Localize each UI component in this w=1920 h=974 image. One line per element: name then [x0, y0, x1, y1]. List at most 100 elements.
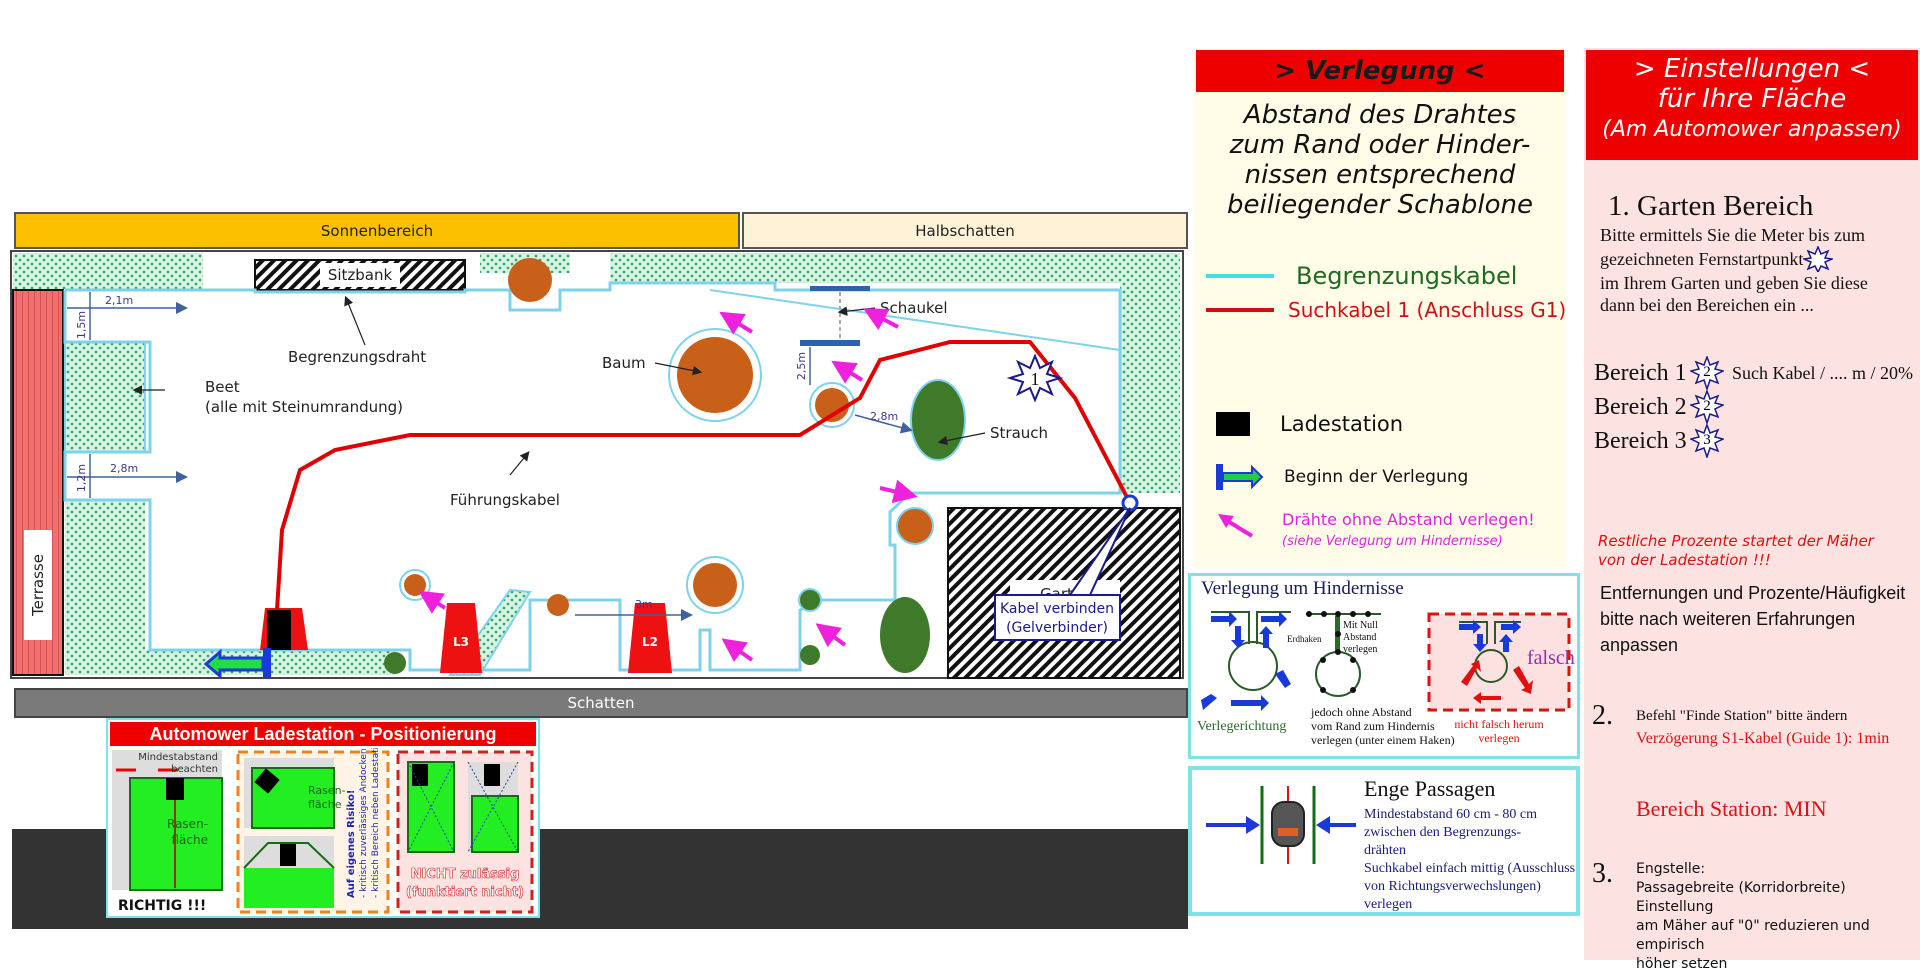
- lamp-l3-label: L3: [453, 635, 469, 649]
- grass-top-right: [610, 253, 1180, 283]
- no-gap-arrow-5: [418, 590, 447, 614]
- area-note: Such Kabel / .... m / 20%: [1732, 362, 1913, 383]
- garden-plan: Terrasse Sitzbank Garten L3 L2 1: [10, 250, 1184, 680]
- intro-line: Abstand des Drahtes: [1243, 100, 1517, 130]
- section2-line2: Verzögerung S1-Kabel (Guide 1): 1min: [1636, 730, 1890, 747]
- area-star-icon: 2: [1690, 356, 1724, 390]
- bush-label: Strauch: [990, 424, 1048, 442]
- intro-line: zum Rand oder Hinder-: [1229, 130, 1531, 160]
- area-star-icon: 2: [1690, 390, 1724, 424]
- section3-line: Passagebreite (Korridorbreite) Einstellu…: [1636, 880, 1846, 915]
- risky-station-icon-2: [280, 844, 296, 866]
- area-label: Bereich 2: [1594, 393, 1687, 420]
- correct-lawn-line1: Rasen-: [167, 817, 208, 831]
- boundary-line-icon: [1206, 274, 1274, 278]
- tree-baum: [677, 337, 753, 413]
- start-marker-bar: [263, 648, 271, 678]
- adjust-line: bitte nach weiteren Erfahrungen anpassen: [1600, 609, 1856, 655]
- area-label: Bereich 1: [1594, 359, 1687, 386]
- verlegung-title: > Verlegung <: [1196, 50, 1564, 92]
- measure-bush-gap-label: 2,8m: [870, 410, 898, 423]
- no-gap-arrows: [418, 308, 918, 663]
- legend-no-gap-line2: (siehe Verlegung um Hindernisse): [1282, 534, 1503, 549]
- narrow-title: Enge Passagen: [1364, 776, 1496, 801]
- tree-top: [508, 258, 552, 302]
- section3-line: höher setzen: [1636, 956, 1728, 972]
- rest-note-line: Restliche Prozente startet der Mäher: [1598, 532, 1874, 550]
- arrow-left-icon: [1316, 816, 1356, 834]
- section1-text: Bitte ermittels Sie die Meter bis zum ge…: [1600, 224, 1920, 316]
- adjust-note: Entfernungen und Prozente/Häufigkeit bit…: [1600, 580, 1920, 658]
- positioning-panel: Automower Ladestation - Positionierung M…: [106, 718, 540, 918]
- bed-note: (alle mit Steinumrandung): [205, 398, 403, 416]
- connector-circle: [1121, 494, 1139, 512]
- narrow-line: drähten: [1364, 843, 1406, 858]
- section1-title: 1. Garten Bereich: [1608, 190, 1814, 222]
- obstacles-note-line3: verlegen (unter einem Haken): [1311, 733, 1455, 747]
- risk-line3: - kritisch Bereich neben Ladestation: [371, 748, 381, 898]
- rest-note-line: von der Ladestation !!!: [1598, 551, 1771, 569]
- obstacles-note-line1: jedoch ohne Abstand: [1310, 705, 1412, 719]
- bush-small-3: [384, 652, 406, 674]
- lamp-l2: [628, 603, 672, 673]
- zone-sun: Sonnenbereich: [14, 212, 740, 249]
- boundary-inner-line: [709, 289, 1121, 351]
- narrow-passages-box: Enge Passagen Mindestabstand 60 cm - 80 …: [1188, 766, 1580, 916]
- bed-left-upper: [64, 341, 146, 453]
- bush-small-2: [800, 645, 820, 665]
- area-row-3: Bereich 3 3: [1594, 424, 1920, 458]
- positioning-illustrations: Mindestabstand beachten Rasen- fläche RI…: [112, 748, 534, 914]
- tree-right: [896, 507, 934, 545]
- settings-header: > Einstellungen < für Ihre Fläche (Am Au…: [1586, 50, 1918, 160]
- area-label: Bereich 3: [1594, 427, 1687, 454]
- swing-bar-top: [810, 286, 870, 291]
- settings-title-line1: > Einstellungen <: [1633, 54, 1871, 84]
- legend-station: Ladestation: [1216, 412, 1403, 436]
- risky-station-icon: [254, 768, 280, 794]
- lamp-l3: [440, 603, 482, 673]
- direction-label: Verlegerichtung: [1197, 719, 1286, 734]
- ground-hook-label: Erdhaken: [1287, 634, 1322, 644]
- area-marker: 2: [1703, 364, 1711, 380]
- zero-gap-line2: Abstand: [1343, 632, 1376, 643]
- measure-tree-gap-label: 3m: [635, 598, 653, 611]
- lamp-l2-label: L2: [642, 635, 658, 649]
- section2-number: 2.: [1592, 700, 1613, 731]
- legend-no-gap-line1: Drähte ohne Abstand verlegen!: [1282, 510, 1535, 529]
- start-arrow-icon: [1216, 464, 1264, 490]
- bench-label-bg: [320, 263, 400, 287]
- zone-shade: Schatten: [14, 688, 1188, 718]
- connect-callout-line1: Kabel verbinden: [1000, 601, 1114, 617]
- bench-label: Sitzbank: [328, 266, 393, 284]
- remote-start-star-icon: [1006, 353, 1064, 403]
- section3-line: am Mäher auf "0" reduzieren und empirisc…: [1636, 918, 1870, 953]
- zero-gap-line3: verlegen: [1343, 644, 1377, 655]
- tree-label: Baum: [602, 354, 646, 372]
- bush-bottom: [880, 597, 930, 673]
- no-gap-arrow-6: [721, 638, 754, 663]
- legend-station-label: Ladestation: [1280, 412, 1404, 436]
- mower-passage-illustration: [1206, 786, 1356, 864]
- charging-station: [267, 610, 291, 650]
- bush-strauch: [910, 379, 966, 461]
- verlegung-intro: Abstand des Drahtes zum Rand oder Hinder…: [1196, 100, 1564, 220]
- area-star-icon: 3: [1690, 424, 1724, 458]
- section3-line: Engstelle:: [1636, 861, 1706, 877]
- risky-lawn-line1: Rasen-: [308, 784, 346, 797]
- no-gap-arrow-1: [719, 311, 754, 335]
- obstacles-note-line2: vom Rand zum Hindernis: [1311, 719, 1435, 733]
- grass-right: [1120, 253, 1180, 493]
- grass-top-left: [13, 253, 203, 289]
- arrow-right-icon: [1206, 816, 1260, 834]
- not-allowed-line1: NICHT zulässig: [411, 867, 520, 882]
- station-area: Bereich Station: MIN: [1636, 796, 1827, 821]
- legend-start: Beginn der Verlegung: [1216, 464, 1468, 490]
- tree-near-l3: [404, 574, 426, 596]
- legend-start-label: Beginn der Verlegung: [1284, 467, 1469, 487]
- area-marker: 3: [1703, 432, 1711, 448]
- measure-top-width-label: 2,1m: [105, 294, 133, 307]
- correct-station-icon: [166, 778, 184, 800]
- rest-note: Restliche Prozente startet der Mäher von…: [1598, 532, 1874, 570]
- not-allowed-line2: (funktiert nicht): [406, 885, 524, 900]
- remote-start-label: 1: [1031, 369, 1040, 389]
